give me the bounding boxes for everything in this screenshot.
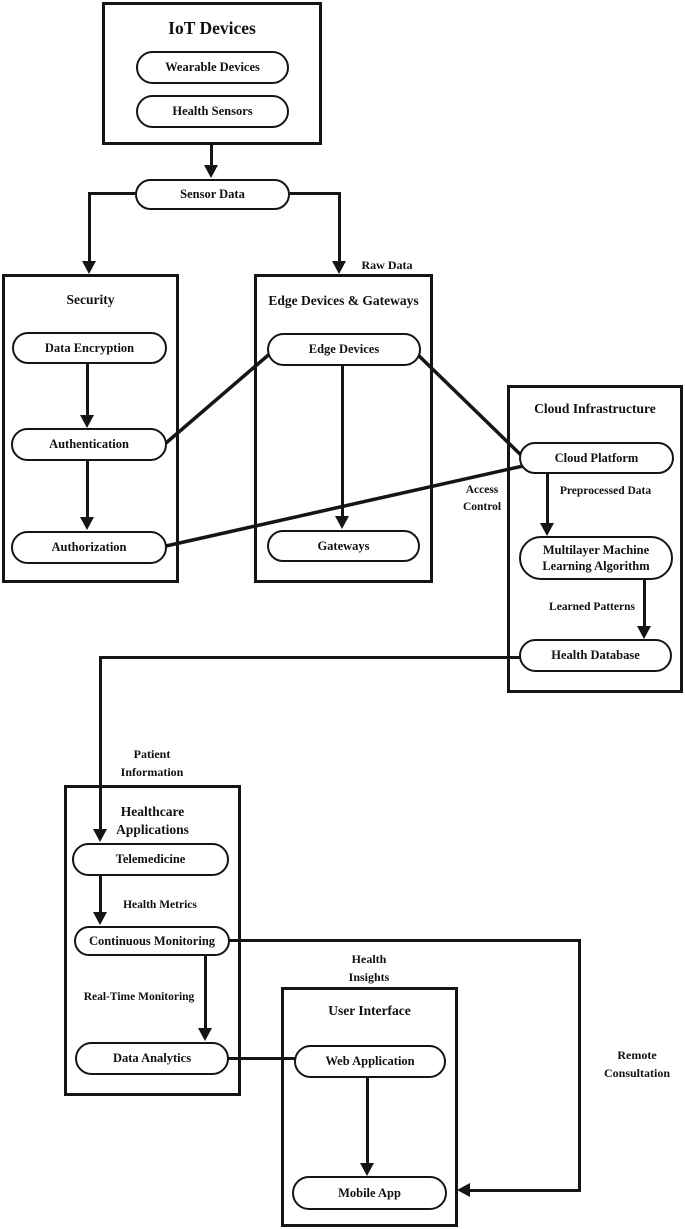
node-web-application: Web Application: [294, 1045, 446, 1078]
edge-platform-to-ml-line: [546, 474, 549, 524]
label-preprocessed-data: Preprocessed Data: [559, 485, 652, 497]
group-title-healthcare-applications: Healthcare Applications: [64, 803, 241, 839]
edge-sensordata-to-edge-hline: [289, 192, 341, 195]
group-title-user-interface: User Interface: [328, 1003, 411, 1018]
group-title-cloud-infrastructure: Cloud Infrastructure: [534, 401, 656, 416]
node-authorization: Authorization: [11, 531, 167, 564]
label-access-control-line2: Control: [462, 501, 502, 514]
node-multilayer-ml-line2: Learning Algorithm: [542, 559, 650, 573]
edge-monitoring-to-mobile-hline1: [229, 939, 581, 942]
label-patient-information-line2: Information: [120, 765, 184, 779]
edge-database-to-telemedicine-arrowhead: [93, 829, 107, 842]
edge-ml-to-database-arrowhead: [637, 626, 651, 639]
edge-monitoring-to-analytics-arrowhead: [198, 1028, 212, 1041]
label-access-control-line1: Access: [465, 484, 499, 496]
label-health-metrics: Health Metrics: [123, 899, 197, 911]
edge-iot-to-sensordata-arrowhead: [204, 165, 218, 178]
edge-sensordata-to-security-arrowhead: [82, 261, 96, 274]
node-health-database: Health Database: [519, 639, 672, 672]
node-sensor-data: Sensor Data: [135, 179, 290, 210]
edge-database-to-telemedicine-vline: [99, 656, 102, 830]
label-access-control: Access Control: [450, 482, 514, 517]
edge-webapp-to-mobile-line: [366, 1078, 369, 1164]
node-authentication: Authentication: [11, 428, 167, 461]
edge-sensordata-to-security-hline: [88, 192, 136, 195]
group-title-healthcare-line2: Applications: [116, 822, 189, 838]
edge-edgedevices-to-gateways-arrowhead: [335, 516, 349, 529]
edge-platform-to-ml-arrowhead: [540, 523, 554, 536]
edge-sensordata-to-edge-vline: [338, 192, 341, 262]
edge-sensordata-to-edge-arrowhead: [332, 261, 346, 274]
edge-encryption-to-authentication-arrowhead: [80, 415, 94, 428]
edge-ml-to-database-line: [643, 580, 646, 627]
label-remote-consultation-line1: Remote: [617, 1048, 657, 1062]
label-health-insights-line1: Health: [351, 952, 387, 966]
node-telemedicine: Telemedicine: [72, 843, 229, 876]
label-remote-consultation-line2: Consultation: [603, 1066, 671, 1080]
group-title-healthcare-line1: Healthcare: [120, 804, 185, 819]
edge-webapp-to-mobile-arrowhead: [360, 1163, 374, 1176]
edge-sensordata-to-security-vline: [88, 192, 91, 262]
edge-edgedevices-to-gateways-line: [341, 366, 344, 517]
label-realtime-monitoring: Real-Time Monitoring: [83, 991, 195, 1003]
edge-monitoring-to-mobile-vline: [578, 939, 581, 1191]
edge-monitoring-to-mobile-hline2: [470, 1189, 581, 1192]
edge-telemedicine-to-monitoring-arrowhead: [93, 912, 107, 925]
node-mobile-app: Mobile App: [292, 1176, 447, 1210]
edge-monitoring-to-mobile-arrowhead: [457, 1183, 470, 1197]
node-cloud-platform: Cloud Platform: [519, 442, 674, 474]
node-edge-devices: Edge Devices: [267, 333, 421, 366]
edge-encryption-to-authentication-line: [86, 364, 89, 416]
edge-analytics-to-webapp-line: [228, 1057, 296, 1060]
node-wearable-devices: Wearable Devices: [136, 51, 289, 84]
node-multilayer-ml-algorithm: Multilayer Machine Learning Algorithm: [519, 536, 673, 580]
edge-telemedicine-to-monitoring-line: [99, 876, 102, 913]
edge-authentication-to-authorization-line: [86, 461, 89, 518]
label-patient-information-line1: Patient: [133, 747, 171, 761]
edge-monitoring-to-analytics-line: [204, 956, 207, 1029]
node-data-analytics: Data Analytics: [75, 1042, 229, 1075]
node-health-sensors: Health Sensors: [136, 95, 289, 128]
label-health-insights-line2: Insights: [348, 970, 390, 984]
node-multilayer-ml-line1: Multilayer Machine: [542, 542, 650, 557]
group-title-security: Security: [66, 292, 115, 307]
label-raw-data: Raw Data: [361, 258, 413, 272]
label-patient-information: Patient Information: [102, 745, 202, 781]
label-health-insights: Health Insights: [319, 950, 419, 986]
edge-database-to-telemedicine-hline: [99, 656, 520, 659]
group-title-edge-devices-gateways: Edge Devices & Gateways: [268, 293, 419, 308]
node-data-encryption: Data Encryption: [12, 332, 167, 364]
edge-iot-to-sensordata-line: [210, 144, 213, 166]
edge-authentication-to-authorization-arrowhead: [80, 517, 94, 530]
label-learned-patterns: Learned Patterns: [549, 601, 635, 613]
group-title-iot-devices: IoT Devices: [168, 18, 256, 38]
label-remote-consultation: Remote Consultation: [587, 1046, 685, 1082]
node-gateways: Gateways: [267, 530, 420, 562]
node-continuous-monitoring: Continuous Monitoring: [74, 926, 230, 956]
